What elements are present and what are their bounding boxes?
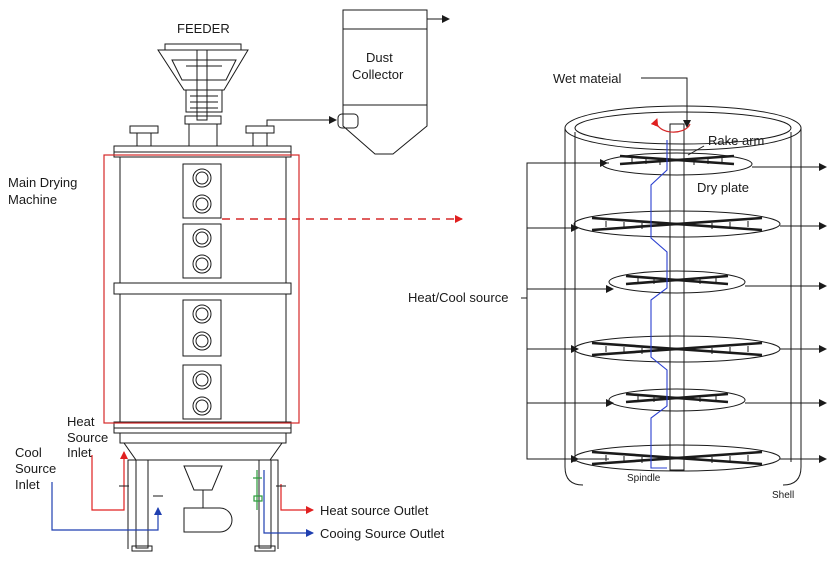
heat-outlet-line (280, 484, 314, 514)
dust-collector (337, 9, 450, 155)
main-drying-machine-label-2: Machine (8, 192, 57, 207)
feeder-label: FEEDER (177, 21, 230, 36)
spindle-label: Spindle (627, 473, 661, 484)
rake-teeth (605, 158, 749, 463)
viewing-windows (182, 163, 222, 420)
rake-arm-leader (687, 145, 705, 156)
heat-inlet-line (91, 451, 128, 511)
heat-cool-source-label: Heat/Cool source (408, 290, 508, 305)
heat-source-outlet-label: Heat source Outlet (320, 503, 429, 518)
cooling-source-outlet-label: Cooing Source Outlet (320, 526, 445, 541)
cool-outlet-line (263, 470, 314, 537)
valve-marks (119, 485, 286, 497)
cool-source-inlet-label-2: Source (15, 461, 56, 476)
cool-source-inlet-label-1: Cool (15, 445, 42, 460)
highlight-frame (103, 154, 300, 424)
heat-source-inlet-label-2: Source (67, 430, 108, 445)
green-valve (253, 470, 263, 510)
shell (564, 105, 802, 486)
dry-plate-label: Dry plate (697, 180, 749, 195)
shell-label: Shell (772, 490, 794, 501)
spindle (650, 103, 691, 471)
dust-collector-label-1: Dust (366, 50, 393, 65)
wet-material-leader (641, 77, 688, 103)
heat-source-inlet-label-3: Inlet (67, 445, 92, 460)
rake-arms (591, 154, 763, 466)
heat-cool-outputs (745, 163, 827, 463)
heat-source-inlet-label-1: Heat (67, 414, 95, 429)
wet-material-label: Wet mateial (553, 71, 622, 86)
heat-cool-inputs (521, 159, 614, 463)
main-drying-machine-label-1: Main Drying (8, 175, 77, 190)
cool-inlet-line (51, 482, 162, 531)
feeder (157, 43, 249, 147)
drying-plates (573, 152, 781, 472)
rake-arm-label: Rake arm (708, 133, 764, 148)
cool-source-inlet-label-3: Inlet (15, 477, 40, 492)
material-path (650, 140, 668, 469)
top-nozzles (129, 116, 337, 147)
dryer-body (113, 145, 292, 552)
dust-collector-label-2: Collector (352, 67, 404, 82)
